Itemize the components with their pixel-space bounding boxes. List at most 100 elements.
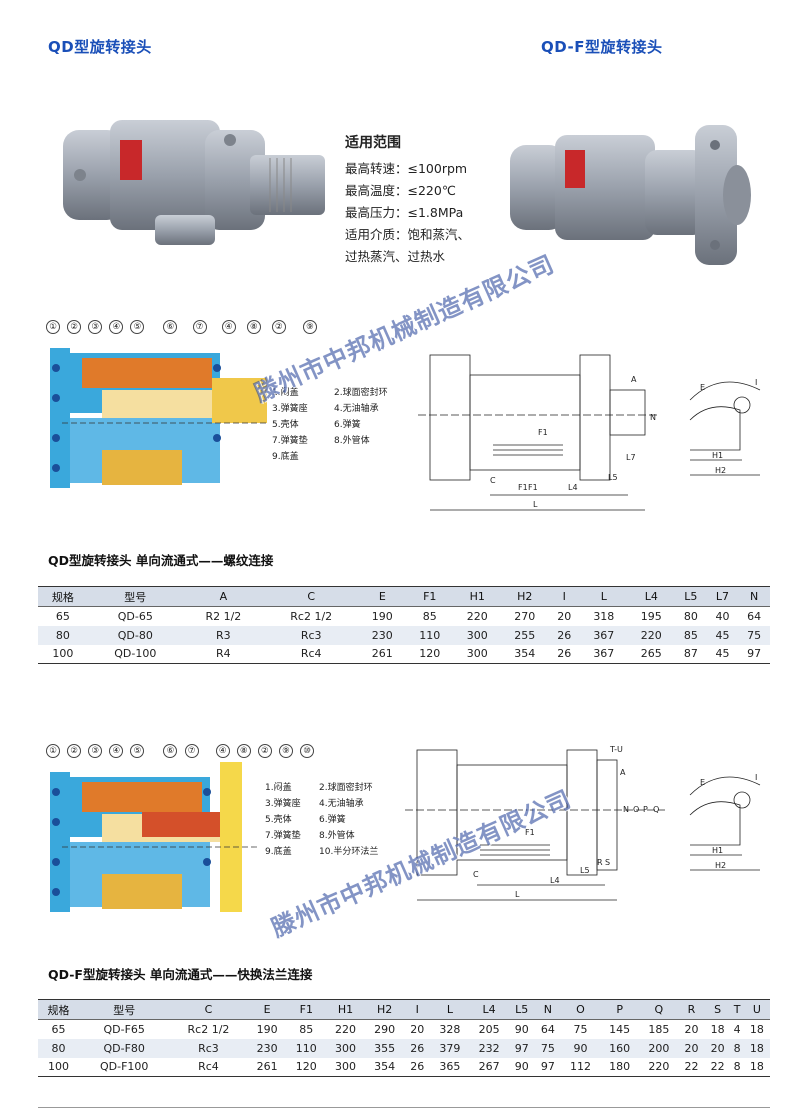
table-cell: 300 [325, 1057, 366, 1077]
dim-label: P [643, 805, 648, 814]
table-cell: 100 [38, 1057, 80, 1077]
qd-flange-detail: E I H1 H2 [689, 378, 761, 476]
table-row: 80 QD-F80 Rc3 230 110 300 355 26 379 232… [38, 1038, 770, 1058]
table-cell: 18 [710, 1022, 725, 1036]
table-cell: 145 [609, 1022, 631, 1036]
table-cell: 90 [514, 1022, 529, 1036]
part-item: 7.弹簧垫 [265, 831, 301, 841]
dim-label: L7 [626, 453, 636, 462]
dim-label: F1 [528, 483, 538, 492]
dim-label: S [605, 858, 610, 867]
dim-label: F1 [518, 483, 528, 492]
table-cell: 110 [286, 1038, 326, 1058]
specs-block: 适用范围 最高转速：≤100rpm 最高温度：≤220℃ 最高压力：≤1.8MP… [345, 132, 470, 268]
table-cell: 97 [738, 644, 770, 664]
table-cell: 110 [406, 625, 454, 645]
column-header: L4 [469, 999, 509, 1020]
section1-parts-list: 1.闷盖 2.球面密封环 3.弹簧座 4.无油轴承 5.壳体 6.弹簧 7.弹簧… [272, 385, 422, 465]
callout-number: ① [46, 744, 60, 758]
table-cell: 261 [358, 644, 407, 664]
callout-number: ⑦ [192, 320, 207, 334]
table-cell: 8 [730, 1038, 744, 1058]
table-cell: 355 [365, 1038, 405, 1058]
qd-f-title: QD-F型旋转接头 [541, 38, 663, 56]
column-header: U [743, 999, 770, 1020]
column-header: L4 [627, 586, 676, 607]
column-header: E [247, 999, 287, 1020]
column-header: T [730, 999, 744, 1020]
table-cell: 365 [430, 1057, 470, 1077]
dim-label: Q [653, 805, 659, 814]
table-cell: QD-80 [87, 625, 183, 645]
table-cell: 318 [593, 609, 615, 623]
column-header: A [182, 586, 264, 607]
column-header: L7 [706, 586, 739, 607]
qd-f-cutaway-drawing [50, 762, 257, 912]
table-cell: QD-F80 [79, 1038, 170, 1058]
dim-label: T-U [609, 745, 623, 754]
column-header: L [430, 999, 470, 1020]
table-cell: 26 [548, 644, 581, 664]
column-header: E [358, 586, 407, 607]
part-item: 7.弹簧垫 [272, 436, 308, 446]
part-item: 10.半分环法兰 [319, 847, 379, 857]
column-header: O [560, 999, 601, 1020]
table-cell: 22 [678, 1057, 705, 1077]
table-cell: 232 [469, 1038, 509, 1058]
callout-number: ⑥ [163, 320, 178, 334]
column-header: H1 [325, 999, 366, 1020]
dim-label: L5 [580, 866, 590, 875]
table-cell: 300 [325, 1038, 366, 1058]
column-header: I [404, 999, 431, 1020]
table-cell: 64 [747, 609, 762, 623]
dim-label: L [533, 500, 538, 509]
callout-number: ④ [109, 320, 124, 334]
table-cell: QD-100 [87, 644, 183, 664]
table-cell: 20 [557, 609, 572, 623]
table-cell: 220 [466, 609, 488, 623]
part-item: 1.闷盖 [272, 388, 299, 398]
table-cell: 45 [706, 644, 739, 664]
table-cell: 120 [406, 644, 454, 664]
table-cell: 230 [247, 1038, 287, 1058]
callout-number: ④ [215, 744, 230, 758]
spec-line: 最高转速：≤100rpm [345, 161, 468, 176]
table-cell: 367 [580, 625, 628, 645]
qd-f-spec-table: 规格 型号 C E F1 H1 H2 I L L4 L5 N O P Q R S… [38, 999, 770, 1077]
qd-cutaway-drawing [50, 348, 267, 488]
column-header: R [678, 999, 705, 1020]
section2-table-title: QD-F型旋转接头 单向流通式——快换法兰连接 [48, 967, 313, 982]
part-item: 5.壳体 [265, 815, 292, 825]
table-cell: 300 [453, 625, 501, 645]
dim-label: N [650, 413, 656, 422]
table-cell: 230 [358, 625, 407, 645]
table-cell: 20 [684, 1022, 699, 1036]
column-header: S [704, 999, 731, 1020]
dim-label: N [623, 805, 629, 814]
column-header: I [548, 586, 581, 607]
table-cell: 97 [508, 1038, 535, 1058]
table-cell: 328 [439, 1022, 461, 1036]
table-cell: Rc3 [169, 1038, 248, 1058]
spec-line: 最高温度：≤220℃ [345, 183, 456, 198]
callout-number: ⑨ [302, 320, 317, 334]
table-cell: 160 [600, 1038, 640, 1058]
table-cell: 80 [683, 609, 698, 623]
dim-label: H1 [712, 846, 723, 855]
column-header: H1 [453, 586, 501, 607]
table-cell: R3 [182, 625, 264, 645]
section1-table-title: QD型旋转接头 单向流通式——螺纹连接 [48, 553, 274, 568]
table-cell: 90 [508, 1057, 535, 1077]
column-header: H2 [500, 586, 549, 607]
part-item: 3.弹簧座 [265, 799, 301, 809]
callout-number: ② [271, 320, 286, 334]
table-cell: 87 [675, 644, 707, 664]
spec-line: 适用介质：饱和蒸汽、 [345, 227, 471, 242]
column-header: L5 [508, 999, 535, 1020]
column-header: N [738, 586, 770, 607]
table-cell: 18 [743, 1057, 770, 1077]
table-cell: 26 [404, 1038, 431, 1058]
table-cell: QD-F100 [79, 1057, 170, 1077]
table-cell: Rc4 [169, 1057, 248, 1077]
column-header: F1 [286, 999, 326, 1020]
